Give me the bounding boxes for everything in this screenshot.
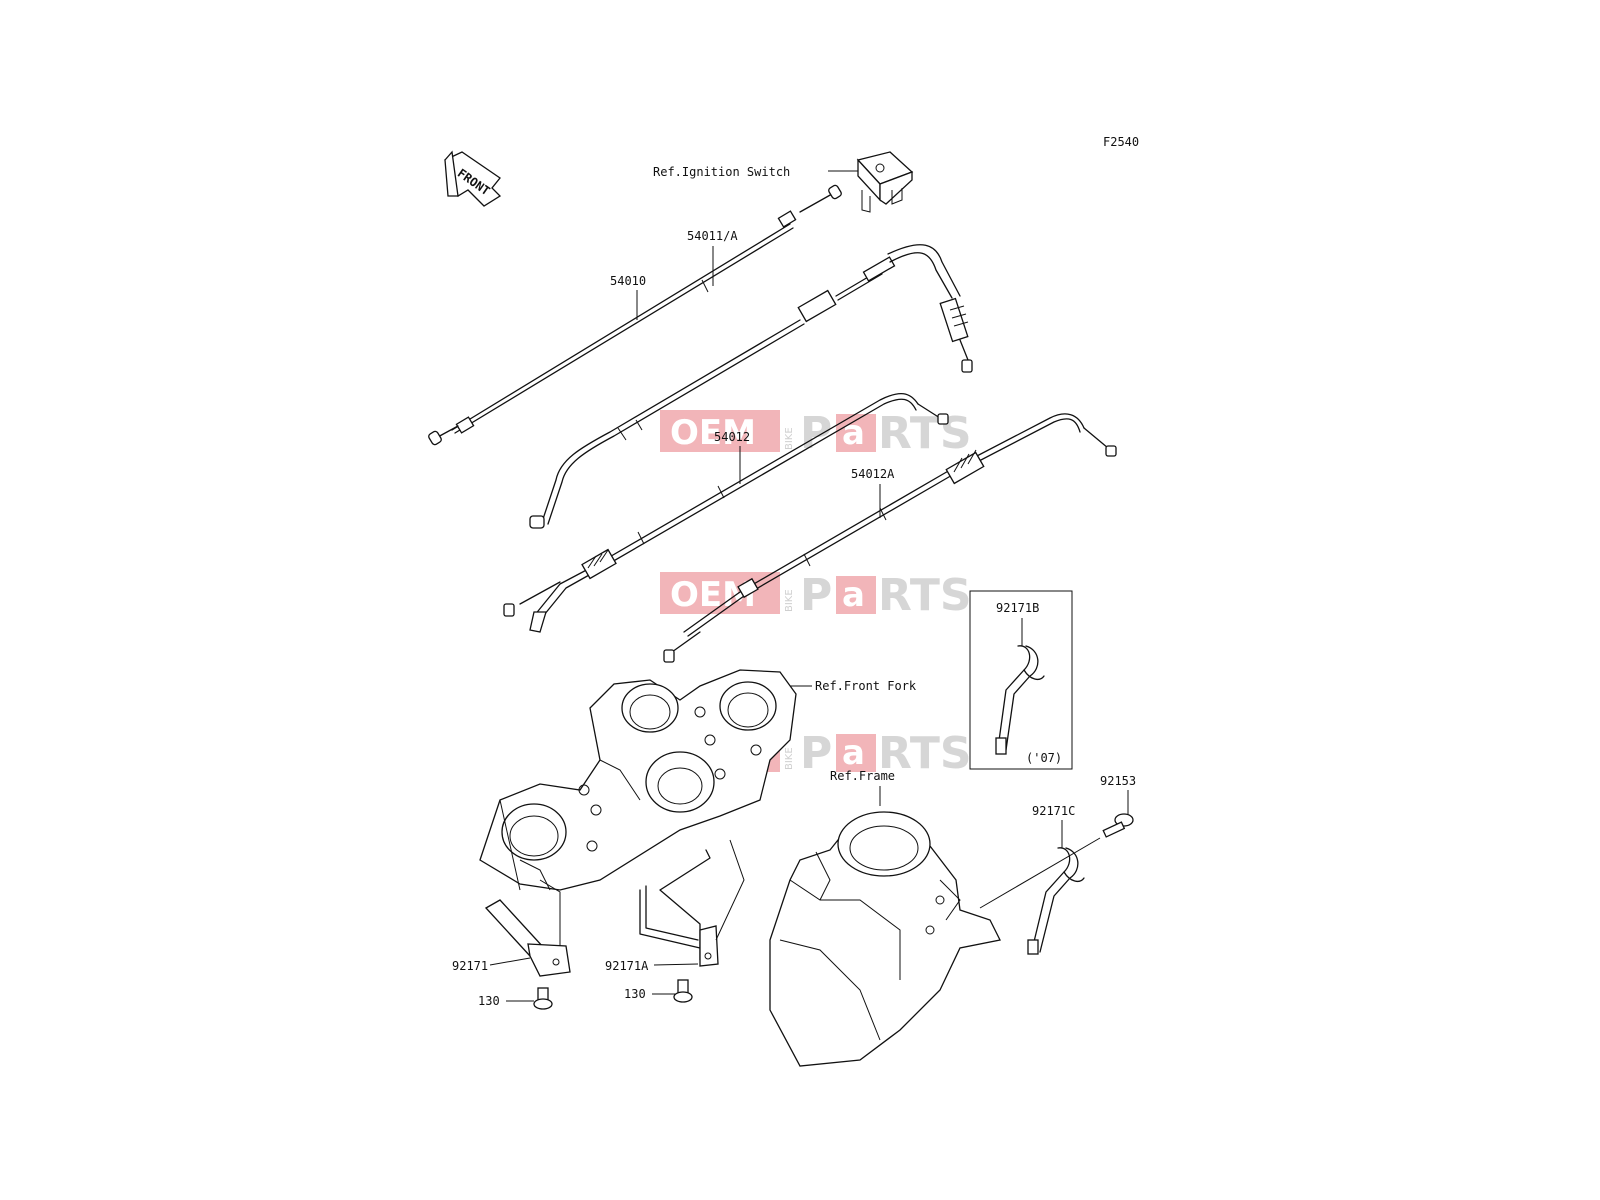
- label-54010: 54010: [610, 274, 646, 288]
- bolt-92153: [1102, 813, 1134, 838]
- ignition-switch-bracket: [856, 151, 914, 213]
- label-ignition-switch: Ref.Ignition Switch: [653, 165, 790, 179]
- inset-box-92171b: [969, 590, 1073, 770]
- svg-text:RTS: RTS: [878, 408, 972, 459]
- svg-text:a: a: [842, 575, 865, 615]
- svg-text:BIKE: BIKE: [784, 747, 795, 770]
- cable-54012a: [663, 413, 1117, 663]
- leader-92171a: [653, 963, 699, 966]
- svg-text:OEM: OEM: [670, 575, 756, 615]
- leader-92153-axis: [979, 837, 1101, 909]
- diagram-code: F2540: [1103, 135, 1139, 149]
- bolt-130-left: [533, 987, 553, 1010]
- leader-92171: [489, 957, 531, 966]
- triple-clamp: [479, 669, 797, 891]
- svg-text:OEM: OEM: [670, 413, 756, 453]
- svg-text:P: P: [800, 728, 832, 779]
- svg-text:P: P: [800, 570, 832, 621]
- bolt-130-right: [673, 979, 693, 1003]
- svg-text:a: a: [842, 733, 865, 773]
- label-frame: Ref.Frame: [830, 769, 895, 783]
- label-54012a: 54012A: [851, 467, 895, 481]
- svg-text:RTS: RTS: [878, 570, 972, 621]
- watermark-1: OEM BIKE P a RTS: [660, 408, 972, 459]
- clamp-92171b: [995, 645, 1045, 755]
- svg-text:P: P: [800, 408, 832, 459]
- label-54011a: 54011/A: [687, 229, 738, 243]
- front-arrow-icon: FRONT: [444, 150, 502, 207]
- frame-headstock: [769, 811, 1001, 1067]
- clamp-92171c: [1027, 847, 1085, 955]
- label-54012: 54012: [714, 430, 750, 444]
- label-130-right: 130: [624, 987, 646, 1001]
- watermark-2: OEM BIKE P a RTS: [660, 570, 972, 621]
- cable-54012: [503, 393, 949, 633]
- cable-54011a: [529, 244, 973, 529]
- label-92153: 92153: [1100, 774, 1136, 788]
- svg-text:a: a: [842, 413, 865, 453]
- svg-text:RTS: RTS: [878, 728, 972, 779]
- label-92171c: 92171C: [1032, 804, 1075, 818]
- label-92171b-note: ('07): [1026, 751, 1062, 765]
- svg-text:BIKE: BIKE: [784, 589, 795, 612]
- clamp-92171: [484, 879, 571, 977]
- clamp-92171a: [639, 839, 745, 967]
- label-92171b: 92171B: [996, 601, 1039, 615]
- label-92171: 92171: [452, 959, 488, 973]
- label-front-fork: Ref.Front Fork: [815, 679, 917, 693]
- label-92171a: 92171A: [605, 959, 649, 973]
- label-130-left: 130: [478, 994, 500, 1008]
- svg-text:BIKE: BIKE: [784, 427, 795, 450]
- cable-54010: [428, 184, 842, 446]
